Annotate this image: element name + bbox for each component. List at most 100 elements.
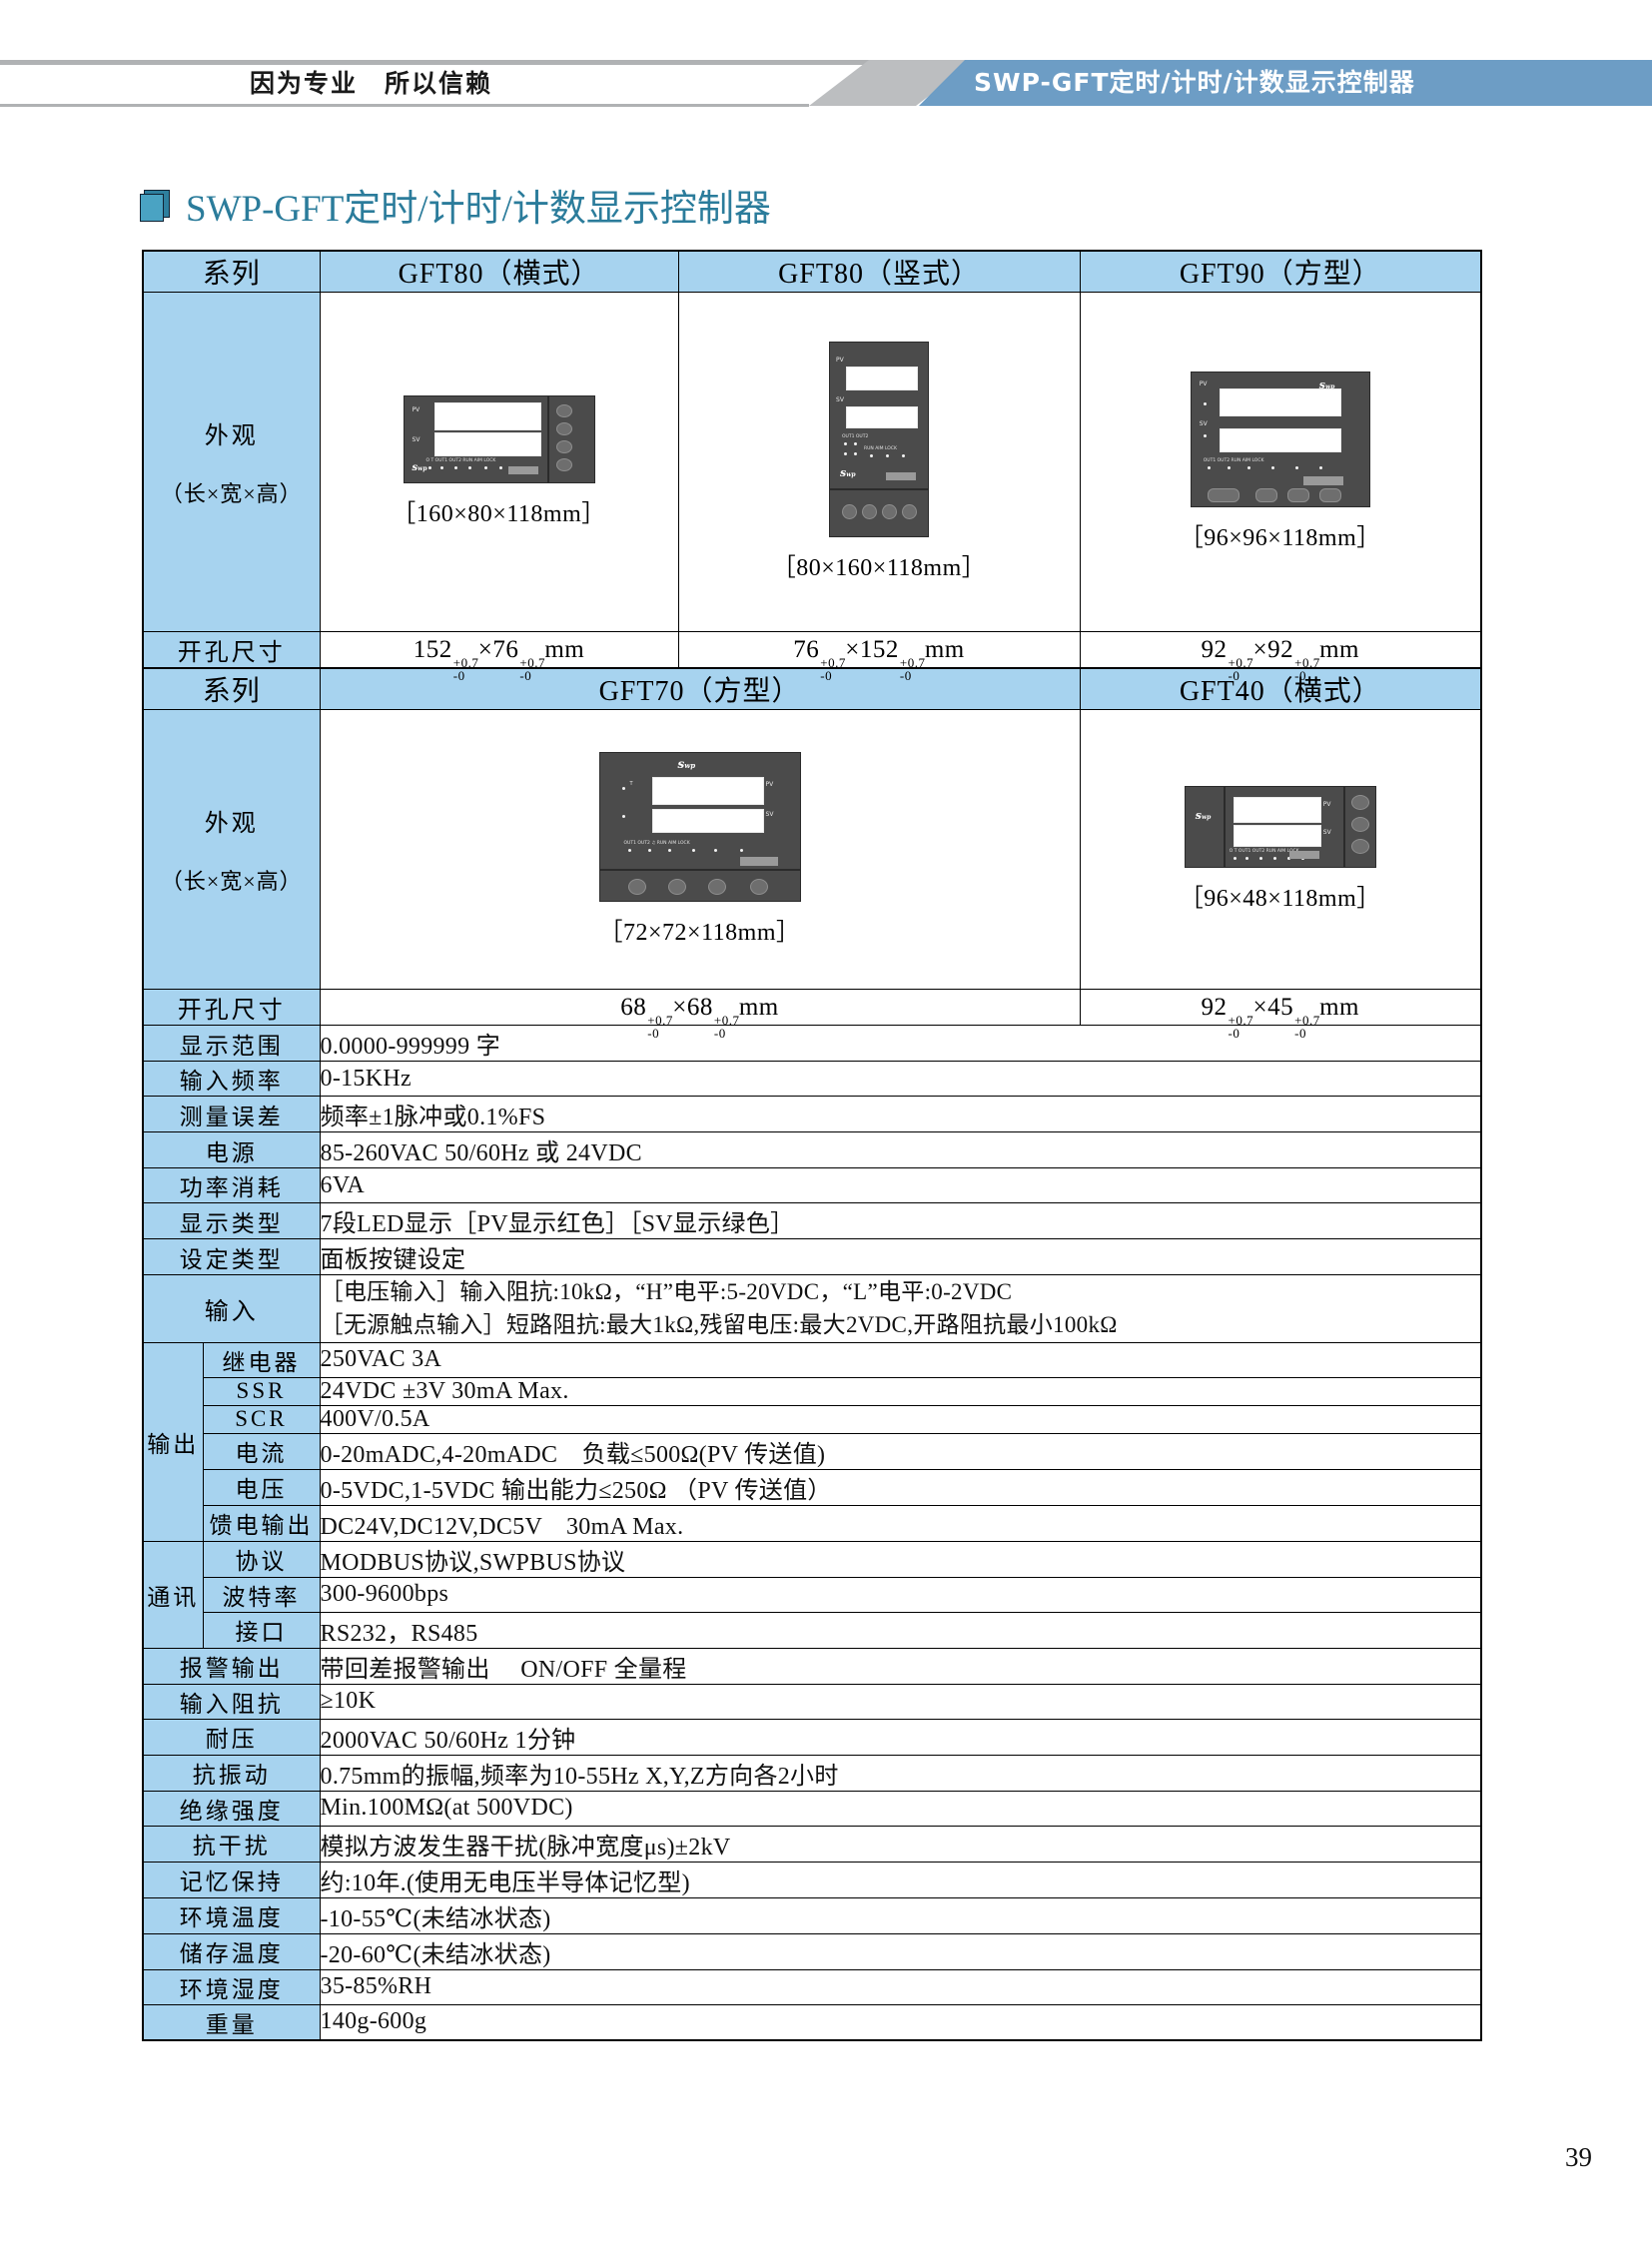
table-row: 测量误差频率±1脉冲或0.1%FS xyxy=(141,1096,1483,1132)
header-rule-top xyxy=(0,60,899,65)
table-row: 环境温度-10-55℃(未结冰状态) xyxy=(141,1896,1483,1934)
header-slogan: 因为专业 所以信赖 xyxy=(250,69,493,98)
spec-label: 输入阻抗 xyxy=(141,1683,321,1720)
device-image-gft40: swp PV SV O T OUT1 OUT2 RUN AIM LOCK xyxy=(1184,786,1376,868)
spec-value: 0.0000-999999 字 xyxy=(319,1025,1483,1062)
model-gft90: GFT90（方型） xyxy=(1079,250,1483,293)
table-row: 设定类型面板按键设定 xyxy=(141,1238,1483,1275)
table-row: 输入阻抗≥10K xyxy=(141,1683,1483,1720)
spec-label: SCR xyxy=(202,1404,321,1434)
appearance-label-2: 外观 （长×宽×高） xyxy=(141,709,321,990)
spec-label: SSR xyxy=(202,1376,321,1406)
appearance-label-1: 外观 （长×宽×高） xyxy=(141,292,321,632)
spec-value: 24VDC ±3V 30mA Max. xyxy=(319,1376,1483,1406)
table-row-appearance-1: 外观 （长×宽×高） PV SV O T OUT1 OUT2 RUN AIM L… xyxy=(141,292,1483,632)
spec-label: 电压 xyxy=(202,1468,321,1506)
spec-label: 储存温度 xyxy=(141,1932,321,1970)
model-gft40: GFT40（横式） xyxy=(1079,667,1483,710)
spec-value: 300-9600bps xyxy=(319,1576,1483,1613)
spec-label: 耐压 xyxy=(141,1718,321,1756)
device-cell-gft70: swp T PV SV OUT1 OUT2 ♫ RUN AIM LOCK ［72… xyxy=(319,709,1081,990)
spec-label: 输入频率 xyxy=(141,1061,321,1097)
model-gft70: GFT70（方型） xyxy=(319,667,1081,710)
spec-label: 抗振动 xyxy=(141,1754,321,1792)
spec-label: 波特率 xyxy=(202,1576,321,1613)
spec-value: 0-15KHz xyxy=(319,1061,1483,1097)
table-row: 报警输出带回差报警输出 ON/OFF 全量程 xyxy=(141,1647,1483,1685)
spec-value: 6VA xyxy=(319,1167,1483,1203)
series-label-2: 系列 xyxy=(141,667,321,710)
dimension-gft80h: ［160×80×118mm］ xyxy=(392,501,606,527)
spec-label: 测量误差 xyxy=(141,1096,321,1132)
page-title: SWP-GFT定时/计时/计数显示控制器 xyxy=(140,180,771,230)
device-image-gft70: swp T PV SV OUT1 OUT2 ♫ RUN AIM LOCK xyxy=(598,752,801,902)
group-label: 通讯 xyxy=(142,1540,204,1649)
dimension-gft70: ［72×72×118mm］ xyxy=(598,920,801,946)
spec-value: 250VAC 3A xyxy=(319,1341,1483,1378)
spec-value: MODBUS协议,SWPBUS协议 xyxy=(319,1540,1483,1578)
table-row: 记忆保持约:10年.(使用无电压半导体记忆型) xyxy=(141,1861,1483,1898)
spec-value: 0.75mm的振幅,频率为10-55Hz X,Y,Z方向各2小时 xyxy=(319,1754,1483,1792)
table-row-appearance-2: 外观 （长×宽×高） swp T PV SV OUT1 OUT2 ♫ RUN A… xyxy=(141,709,1483,990)
spec-label: 显示类型 xyxy=(141,1202,321,1239)
spec-value: 2000VAC 50/60Hz 1分钟 xyxy=(319,1718,1483,1756)
spec-value: DC24V,DC12V,DC5V 30mA Max. xyxy=(319,1504,1483,1542)
model-gft80v: GFT80（竖式） xyxy=(677,250,1081,293)
spec-value: 0-20mADC,4-20mADC 负载≤500Ω(PV 传送值) xyxy=(319,1432,1483,1470)
cutout-label-1: 开孔尺寸 xyxy=(141,631,321,669)
spec-label: 电源 xyxy=(141,1131,321,1168)
table-row-series-header-1: 系列 GFT80（横式） GFT80（竖式） GFT90（方型） xyxy=(141,250,1483,293)
specification-table: 系列 GFT80（横式） GFT80（竖式） GFT90（方型） 外观 （长×宽… xyxy=(141,250,1483,2041)
spec-value: 85-260VAC 50/60Hz 或 24VDC xyxy=(319,1131,1483,1168)
spec-label: 报警输出 xyxy=(141,1647,321,1685)
spec-value: 约:10年.(使用无电压半导体记忆型) xyxy=(319,1861,1483,1898)
device-cell-gft80v: PV SV OUT1 OUT2 RUN AIM LOCK swp ［80×160… xyxy=(677,292,1081,632)
spec-value: -10-55℃(未结冰状态) xyxy=(319,1896,1483,1934)
spec-value: RS232，RS485 xyxy=(319,1611,1483,1649)
spec-value: ≥10K xyxy=(319,1683,1483,1720)
table-row: 抗干扰模拟方波发生器干扰(脉冲宽度μs)±2kV xyxy=(141,1825,1483,1863)
series-label-1: 系列 xyxy=(141,250,321,293)
spec-value: 面板按键设定 xyxy=(319,1238,1483,1275)
device-cell-gft80h: PV SV O T OUT1 OUT2 RUN AIM LOCK swp ［16… xyxy=(319,292,679,632)
spec-value: 带回差报警输出 ON/OFF 全量程 xyxy=(319,1647,1483,1685)
spec-value: -20-60℃(未结冰状态) xyxy=(319,1932,1483,1970)
spec-label: 记忆保持 xyxy=(141,1861,321,1898)
spec-label: 重量 xyxy=(141,2003,321,2041)
spec-value: 模拟方波发生器干扰(脉冲宽度μs)±2kV xyxy=(319,1825,1483,1863)
spec-value: 0-5VDC,1-5VDC 输出能力≤250Ω （PV 传送值） xyxy=(319,1468,1483,1506)
device-image-gft80v: PV SV OUT1 OUT2 RUN AIM LOCK swp xyxy=(829,342,930,537)
spec-value: Min.100MΩ(at 500VDC) xyxy=(319,1790,1483,1827)
device-cell-gft40: swp PV SV O T OUT1 OUT2 RUN AIM LOCK ［96… xyxy=(1079,709,1483,990)
device-image-gft80h: PV SV O T OUT1 OUT2 RUN AIM LOCK swp xyxy=(403,395,595,483)
spec-label: 抗干扰 xyxy=(141,1825,321,1863)
page-number: 39 xyxy=(1565,2142,1592,2172)
book-icon xyxy=(140,190,170,222)
table-row-series-header-2: 系列 GFT70（方型） GFT40（横式） xyxy=(141,667,1483,710)
spec-label: 设定类型 xyxy=(141,1238,321,1275)
device-cell-gft90: PV SV OUT1 OUT2 RUN AIM LOCK swp ［96×96×… xyxy=(1079,292,1483,632)
input-label: 输入 xyxy=(141,1274,321,1343)
spec-label: 环境湿度 xyxy=(141,1968,321,2005)
spec-label: 接口 xyxy=(202,1611,321,1649)
